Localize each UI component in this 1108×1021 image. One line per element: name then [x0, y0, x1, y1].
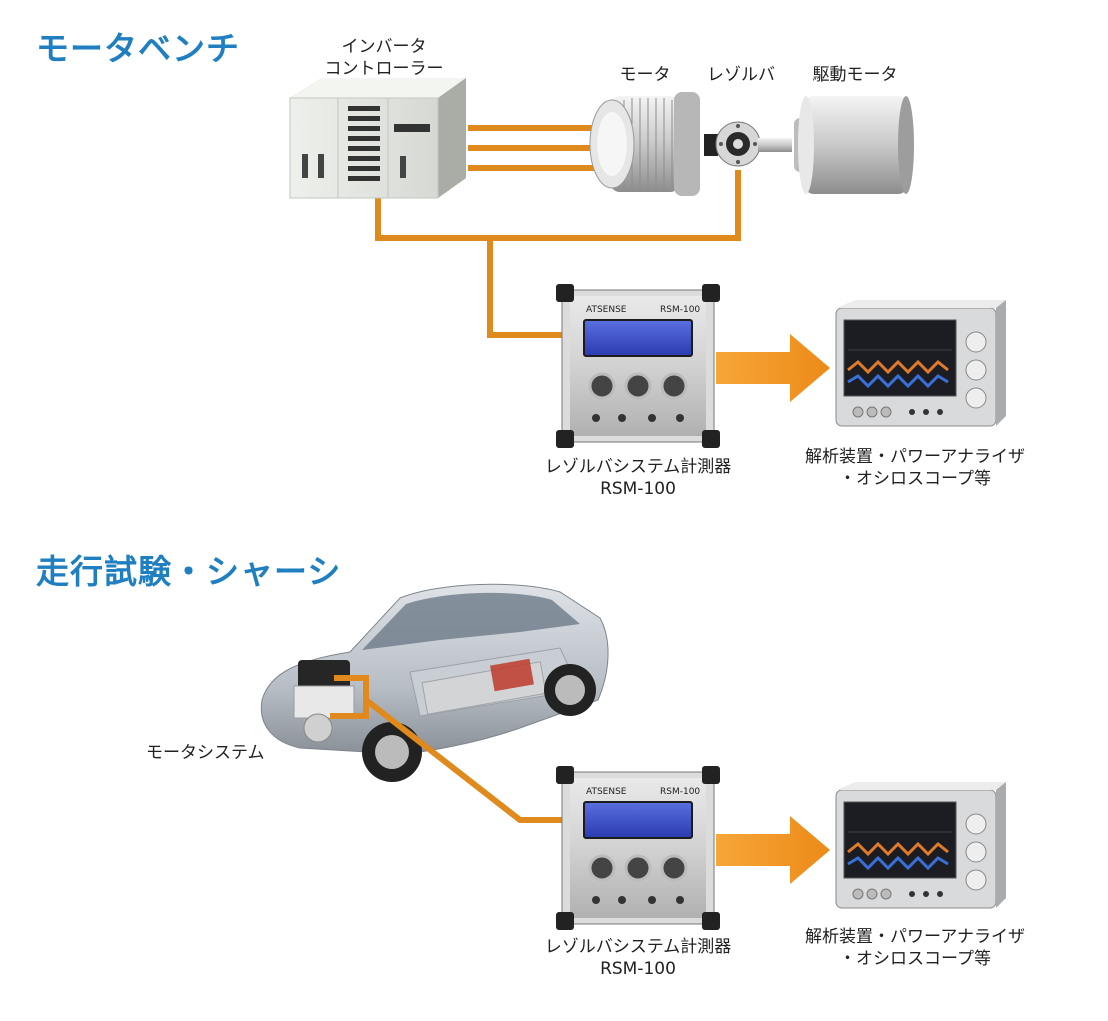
bench-measurement-device-icon: ATSENSE RSM-100 [556, 284, 720, 448]
bench-wires [375, 125, 741, 338]
motor-loop-wire [330, 675, 369, 719]
resolver-icon [704, 121, 761, 167]
bench-device-label: レゾルバシステム計測器 RSM-100 [528, 456, 748, 500]
bench-analyzer-line2: ・オシロスコープ等 [839, 469, 991, 489]
inverter-label-line1: インバータ [341, 37, 427, 57]
bench-device-model: RSM-100 [600, 479, 676, 499]
device-model-text: RSM-100 [660, 787, 700, 797]
device-model-text: RSM-100 [660, 305, 700, 315]
car-to-device-wire [364, 697, 562, 823]
driving-analyzer-label: 解析装置・パワーアナライザ ・オシロスコープ等 [790, 926, 1040, 970]
motor-system-label: モータシステム [146, 743, 265, 763]
driving-arrow-icon [716, 816, 830, 884]
bench-arrow-icon [716, 334, 830, 402]
resolver-label: レゾルバ [707, 65, 775, 85]
driving-measurement-device-icon: ATSENSE RSM-100 [556, 766, 720, 930]
driving-device-label: レゾルバシステム計測器 RSM-100 [528, 936, 748, 980]
inverter-cabinet-icon [289, 78, 466, 199]
bench-analyzer-label: 解析装置・パワーアナライザ ・オシロスコープ等 [790, 446, 1040, 490]
bench-section-title: モータベンチ [36, 29, 240, 68]
driving-device-model: RSM-100 [600, 959, 676, 979]
shaft [758, 138, 792, 152]
bench-analyzer-icon [835, 300, 1006, 427]
driving-analyzer-line1: 解析装置・パワーアナライザ [805, 927, 1025, 947]
car-icon [260, 583, 609, 782]
driving-device-name: レゾルバシステム計測器 [544, 937, 732, 957]
device-brand-text: ATSENSE [586, 305, 627, 315]
bench-device-name: レゾルバシステム計測器 [544, 457, 732, 477]
driving-analyzer-icon [835, 782, 1006, 909]
driving-section-title: 走行試験・シャーシ [36, 552, 342, 591]
driving-wires [330, 675, 562, 823]
resolver-signal-wire [375, 170, 741, 241]
device-brand-text: ATSENSE [586, 787, 627, 797]
motor-label: モータ [619, 65, 671, 85]
device-input-wire [487, 238, 562, 338]
inverter-label-line2: コントローラー [324, 59, 444, 79]
drive-motor-icon [794, 96, 914, 194]
drive-motor-label: 駆動モータ [812, 65, 898, 85]
inverter-label: インバータ コントローラー [314, 36, 454, 80]
bench-analyzer-line1: 解析装置・パワーアナライザ [805, 447, 1025, 467]
motor-icon [589, 92, 700, 196]
driving-analyzer-line2: ・オシロスコープ等 [839, 949, 991, 969]
